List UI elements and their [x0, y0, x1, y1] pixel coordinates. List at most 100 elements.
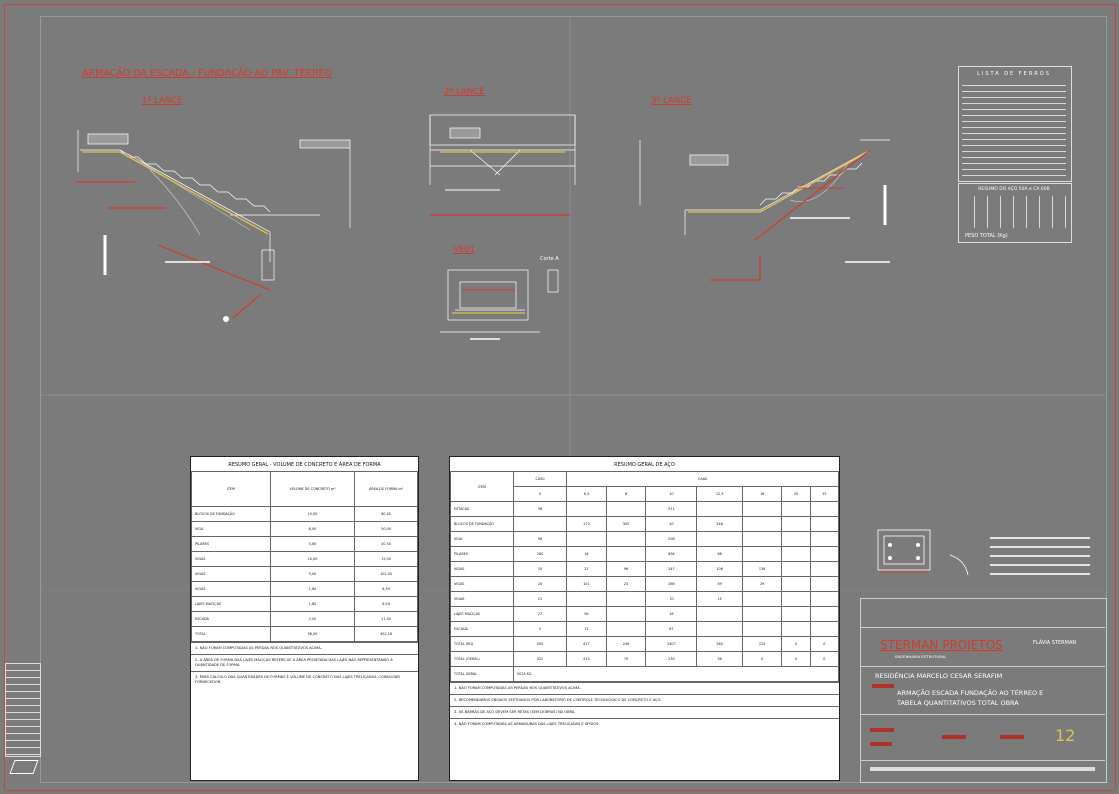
aco-cell: 10	[512, 561, 568, 577]
aco-cell: LAJES MACIÇAS	[450, 606, 514, 622]
volume-cell: TOTAL	[191, 626, 271, 642]
aco-cell	[809, 606, 840, 622]
title-block	[860, 598, 1107, 783]
aco-cell: 511	[645, 501, 698, 517]
peso-total-label: PESO TOTAL (Kg)	[965, 233, 1008, 239]
aco-cell: 560	[696, 636, 743, 652]
lance-2-section	[429, 114, 576, 185]
aco-cell: PILARES	[450, 546, 514, 562]
aco-cell: 247	[645, 561, 698, 577]
aco-cell	[741, 621, 783, 637]
aco-cell: 894	[645, 546, 698, 562]
aco-cell	[781, 561, 811, 577]
aco-cell	[741, 531, 783, 547]
sheet-description-2: TABELA QUANTITATIVOS TOTAL OBRA	[897, 699, 1019, 707]
aco-cell	[809, 576, 840, 592]
aco-cell	[605, 591, 647, 607]
aco-cell	[741, 546, 783, 562]
aco-cell	[781, 606, 811, 622]
title-block-red-bar-1	[872, 684, 894, 688]
aco-cell: 0	[781, 636, 811, 652]
title-block-red-bar-5	[1000, 735, 1024, 739]
aco-cell: 23	[605, 576, 647, 592]
resumo-aco-title: RESUMO DO AÇO 50A e CA 60B	[978, 187, 1050, 192]
volume-cell: BLOCOS DE FUNDAÇÃO	[191, 506, 271, 522]
lance-1-section	[77, 130, 351, 281]
volume-cell: VIGAS	[191, 581, 271, 597]
vol-header-item: ITEM	[191, 471, 271, 507]
aco-cell	[605, 546, 647, 562]
aco-cell	[741, 606, 783, 622]
volume-cell: VIGAS	[191, 566, 271, 582]
aco-cell	[809, 591, 840, 607]
lance-3-label: 3º LANCE	[651, 96, 692, 106]
lance-1-label: 1º LANCE	[142, 96, 183, 106]
aco-cell: 422	[512, 651, 568, 667]
aco-cell: 2407	[645, 636, 698, 652]
aco-cell: 246	[696, 516, 743, 532]
aco-cell	[809, 546, 840, 562]
aco-cell: 58	[512, 501, 568, 517]
stirrup-detail	[877, 529, 969, 576]
aco-cell	[605, 501, 647, 517]
volume-cell: 15,00	[269, 506, 356, 522]
resumo-aco-grid	[962, 196, 1066, 228]
aco-cell	[781, 621, 811, 637]
volume-cell: 1,80	[269, 581, 356, 597]
aco-cell: 27	[512, 606, 568, 622]
aco-cell	[781, 516, 811, 532]
aco-cell: 280	[512, 546, 568, 562]
volume-cell: 6,50	[354, 596, 418, 612]
volume-cell: 5,80	[269, 536, 356, 552]
aco-cell: 417	[566, 636, 607, 652]
aco-cell: 29	[741, 576, 783, 592]
volume-cell: VIGAS	[191, 551, 271, 567]
revision-grid	[5, 663, 41, 757]
aco-cell: 101	[566, 576, 607, 592]
aco-cell: 21	[512, 591, 568, 607]
aco-cell: 125	[741, 636, 783, 652]
inner-border	[40, 16, 1107, 783]
volume-note-1: 1- NÃO FORAM COMPUTADAS AS PERDAS NOS QU…	[191, 642, 418, 654]
aco-grand-total-label: TOTAL GERAL	[450, 666, 514, 682]
aco-cell: 5	[512, 621, 568, 637]
resumo-aco-box	[958, 183, 1072, 243]
aco-cell	[741, 591, 783, 607]
main-drawing-title: ARMAÇÃO DA ESCADA - FUNDAÇÃO AO PAV. TÉR…	[82, 68, 333, 79]
aco-header-ca60: CA60	[566, 471, 839, 487]
project-name: RESIDÊNCIA MARCELO CESAR SERAFIM	[875, 672, 1003, 680]
outer-border	[4, 4, 1116, 791]
ve01-beam-section	[440, 269, 559, 333]
volume-cell: PILARES	[191, 536, 271, 552]
aco-cell: 0	[781, 651, 811, 667]
lista-ferros-box	[958, 66, 1072, 182]
volume-cell: 102,00	[354, 566, 418, 582]
aco-cell: 58	[566, 606, 607, 622]
aco-cell: 68	[696, 546, 743, 562]
aco-header-ca50: CA50	[512, 471, 568, 487]
aco-note-2: 2- RECOMENDAMOS ENSAIOS EFETUADOS POR LA…	[450, 694, 839, 706]
title-block-red-bar-2	[870, 728, 894, 732]
aco-cell: VIGAS	[450, 561, 514, 577]
aco-cell: BLOCOS DE FUNDAÇÃO	[450, 516, 514, 532]
volume-cell: 58,50	[269, 626, 356, 642]
volume-table-grid: ITEM VOLUME DE CONCRETO m³ ÁREA DE FORMA…	[191, 471, 418, 642]
aco-cell: 208	[645, 531, 698, 547]
aco-note-1: 1- NÃO FORAM COMPUTADAS AS PERDAS NOS QU…	[450, 682, 839, 694]
aco-cell	[809, 501, 840, 517]
aco-note-4: 4- NÃO FORAM COMPUTADAS AS ARMADURAS DAS…	[450, 718, 839, 730]
volume-cell: 10,00	[269, 551, 356, 567]
title-block-line-3	[860, 714, 1105, 715]
volume-cell: 2,00	[269, 611, 356, 627]
volume-cell: 402,18	[354, 626, 418, 642]
aco-cell: 70	[605, 651, 647, 667]
aco-cell: 0	[809, 651, 840, 667]
